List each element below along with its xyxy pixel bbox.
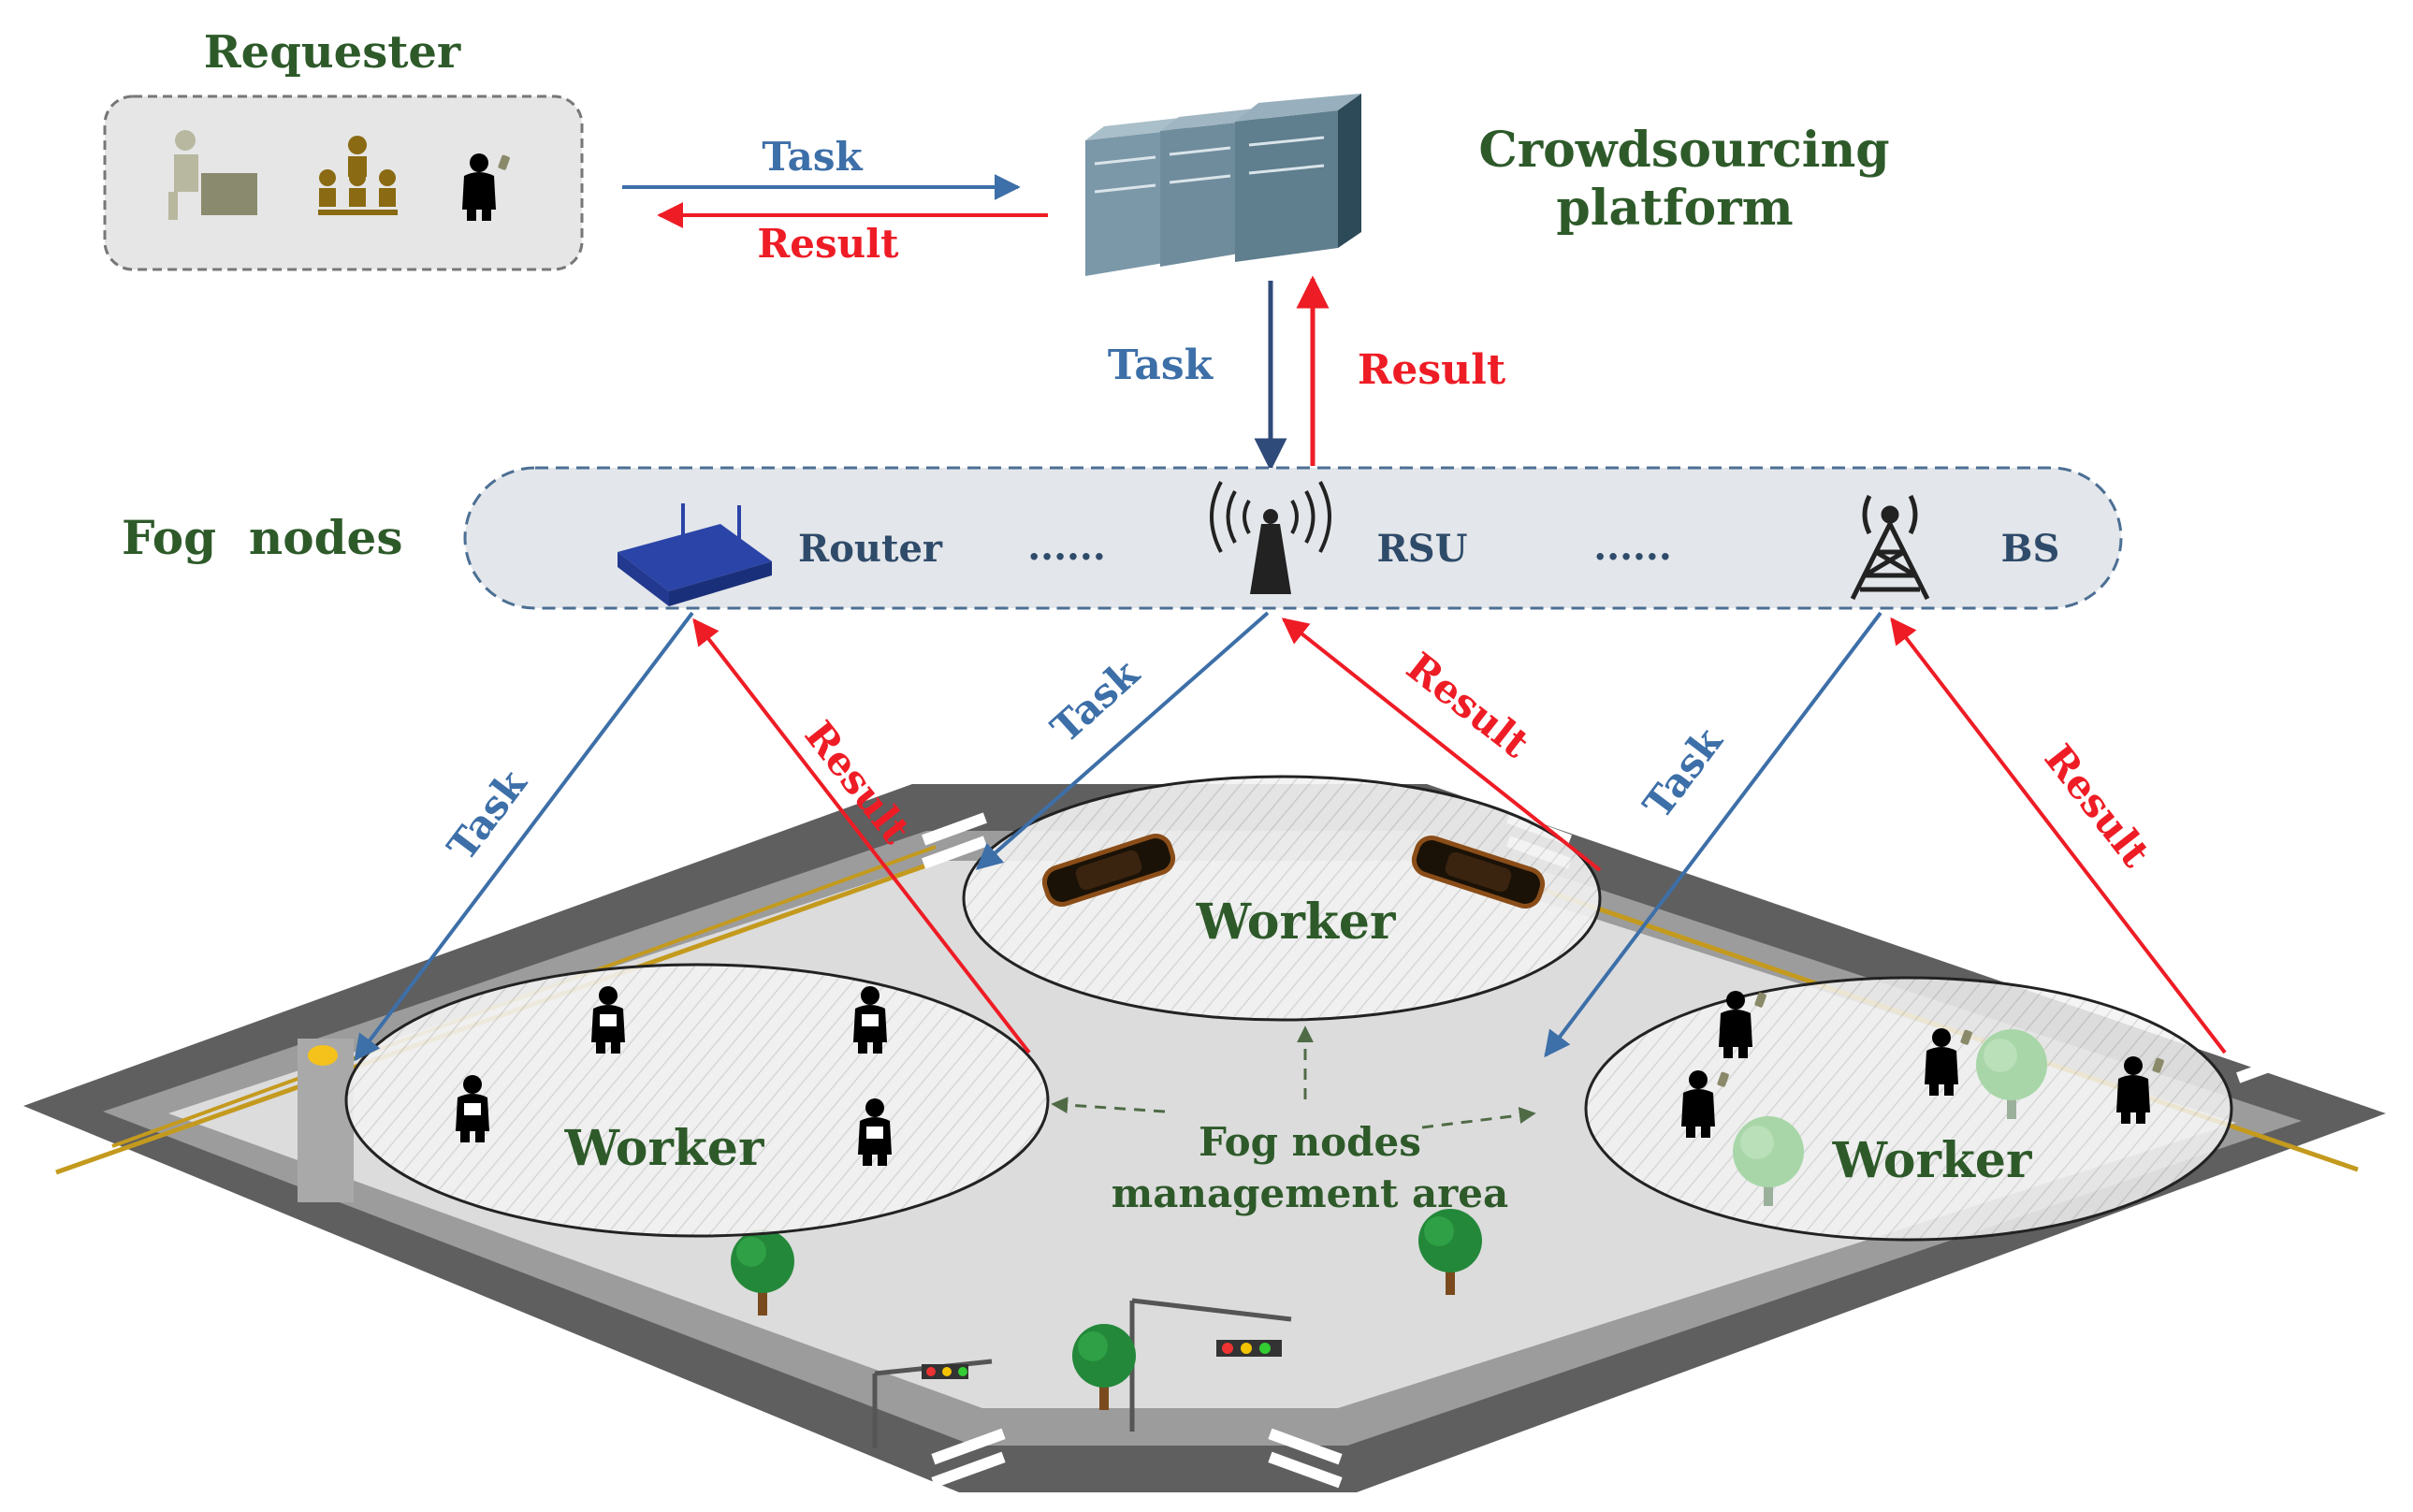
fog-dots-left: ...... (1027, 525, 1106, 569)
right-task-label: Task (1635, 719, 1732, 827)
platform-title-line1: Crowdsourcing (1478, 122, 1889, 179)
traffic-light-left (872, 1359, 993, 1448)
fog-nodes-title: Fog nodes (122, 510, 403, 565)
management-label-line2: management area (1112, 1170, 1509, 1216)
fog-nodes-bar (463, 466, 2123, 610)
car-icon (1411, 836, 1546, 909)
traffic-light-right (1129, 1298, 1292, 1432)
bs-tower-icon (1850, 494, 1930, 601)
vertical-task-label: Task (1108, 342, 1214, 389)
arrow-result-center-zone-to-rsu (1281, 618, 1602, 872)
rsu-antenna-icon (1210, 481, 1331, 594)
worker-label-center: Worker (1196, 894, 1396, 951)
arrow-task-router-to-left-zone (354, 611, 694, 1062)
left-task-label: Task (439, 761, 536, 869)
worker-label-left: Worker (564, 1120, 764, 1177)
right-result-label: Result (2036, 735, 2159, 876)
rsu-label: RSU (1376, 527, 1467, 571)
car-icon (1041, 834, 1176, 907)
bus-stop (298, 1039, 354, 1202)
platform-title-line2: platform (1556, 180, 1793, 237)
requester-box (103, 94, 584, 271)
arrow-result-left-zone-to-router (692, 618, 1031, 1054)
vertical-result-label: Result (1358, 346, 1506, 394)
center-result-label: Result (1398, 644, 1538, 767)
desk-worker-icon (168, 130, 257, 220)
top-result-label: Result (757, 221, 899, 267)
router-label: Router (798, 527, 943, 571)
center-task-label: Task (1042, 650, 1148, 752)
requester-title: Requester (204, 26, 461, 79)
top-task-label: Task (762, 134, 863, 180)
worker-zone-left: Worker (344, 963, 1050, 1238)
worker-zone-right: Worker (1584, 976, 2233, 1242)
crosswalk-bottom (931, 1027, 2302, 1489)
router-icon (618, 503, 772, 606)
server-rack-icon (1085, 94, 1361, 276)
management-arrows (1051, 1025, 1536, 1129)
arrow-task-rsu-to-center-zone (975, 611, 1270, 870)
arrow-task-bs-to-right-zone (1544, 611, 1882, 1058)
worker-label-right: Worker (1832, 1132, 2032, 1189)
management-label-line1: Fog nodes (1199, 1119, 1421, 1165)
fog-dots-right: ...... (1593, 525, 1672, 569)
bs-label: BS (2001, 527, 2060, 571)
arrow-result-right-zone-to-bs (1890, 617, 2227, 1054)
worker-zone-center: Worker (962, 775, 1602, 1022)
group-icon (318, 136, 398, 215)
